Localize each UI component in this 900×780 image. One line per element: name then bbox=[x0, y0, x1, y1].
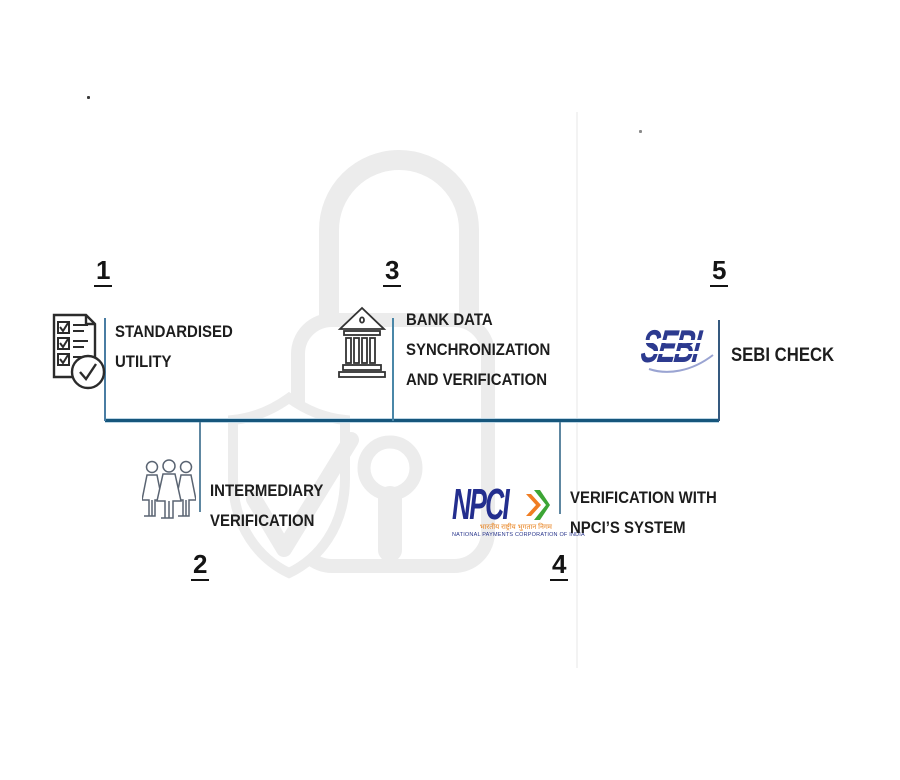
check-mark-watermark bbox=[246, 432, 359, 557]
sebi-logo-stripe bbox=[645, 351, 711, 354]
npci-wordmark: NPCI bbox=[452, 480, 510, 529]
npci-logo: NPCI भारतीय राष्ट्रीय भुगतान निगम NATION… bbox=[452, 480, 585, 539]
step4-label: VERIFICATION WITH NPCI’S SYSTEM bbox=[570, 483, 717, 543]
sebi-logo: SEBI bbox=[638, 320, 717, 374]
step5-label-line1: SEBI CHECK bbox=[731, 345, 835, 366]
speck-dot bbox=[87, 96, 90, 99]
step4-number: 4 bbox=[550, 549, 569, 581]
npci-arrow-icon bbox=[526, 490, 550, 520]
step5-separator-line bbox=[718, 320, 720, 421]
step2-label: INTERMEDIARY VERIFICATION bbox=[210, 476, 323, 536]
step5-label: SEBI CHECK bbox=[731, 341, 834, 371]
person-right bbox=[175, 460, 196, 517]
npci-caption-text: NATIONAL PAYMENTS CORPORATION OF INDIA bbox=[452, 532, 585, 538]
checklist-icon bbox=[52, 313, 106, 390]
lock-shackle bbox=[319, 150, 479, 324]
step3-label-line1: BANK DATA bbox=[406, 310, 493, 329]
npci-hindi-text: भारतीय राष्ट्रीय भुगतान निगम bbox=[479, 524, 552, 531]
step2-label-line1: INTERMEDIARY bbox=[210, 481, 324, 500]
step3-separator-line bbox=[392, 318, 394, 421]
timeline-bar bbox=[105, 419, 719, 422]
person-middle bbox=[156, 459, 182, 519]
step3-number: 3 bbox=[383, 255, 402, 287]
sebi-logo-swoosh bbox=[648, 354, 714, 373]
step1-label-line1: STANDARDISED bbox=[115, 322, 233, 341]
step2-number: 2 bbox=[191, 549, 210, 581]
speck-dot bbox=[639, 130, 642, 133]
step1-label-line2: UTILITY bbox=[115, 352, 172, 371]
people-group-icon bbox=[142, 459, 196, 519]
step3-label-line3: AND VERIFICATION bbox=[406, 370, 548, 389]
step4-label-line2: NPCI’S SYSTEM bbox=[570, 518, 686, 537]
step4-connector-line bbox=[559, 422, 561, 514]
step4-label-line1: VERIFICATION WITH bbox=[570, 488, 717, 507]
npci-wordmark-row: NPCI bbox=[452, 480, 552, 529]
step5-number: 5 bbox=[710, 255, 729, 287]
bank-icon bbox=[337, 306, 387, 378]
step3-label: BANK DATA SYNCHRONIZATION AND VERIFICATI… bbox=[406, 305, 550, 395]
step2-label-line2: VERIFICATION bbox=[210, 511, 315, 530]
step1-label: STANDARDISED UTILITY bbox=[115, 317, 233, 377]
sebi-logo-stripe bbox=[645, 340, 711, 343]
step1-number: 1 bbox=[94, 255, 113, 287]
step2-connector-line bbox=[199, 422, 201, 512]
step3-label-line2: SYNCHRONIZATION bbox=[406, 340, 551, 359]
